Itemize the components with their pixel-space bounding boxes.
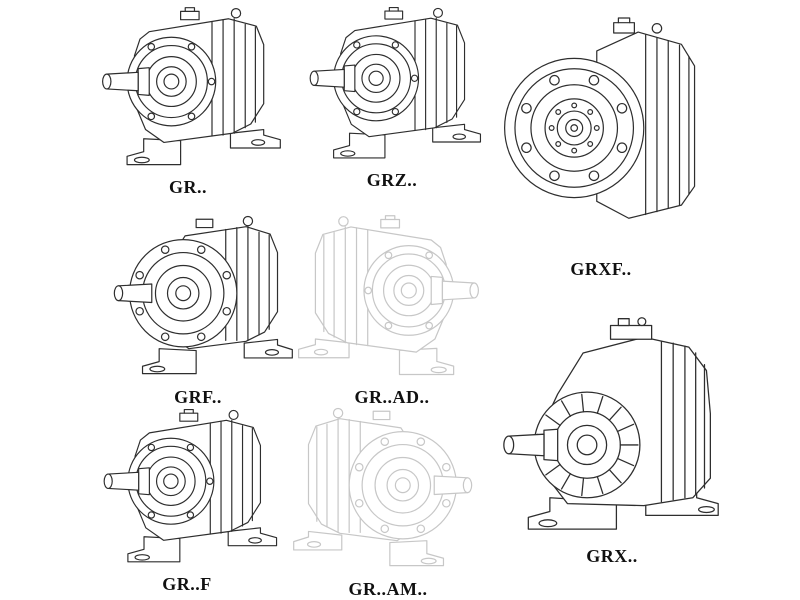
gram-gearbox-drawing (290, 402, 486, 574)
figure-label-grad: GR..AD.. (354, 387, 430, 407)
grad-gearbox-drawing (293, 212, 491, 382)
grz-gearbox-drawing (298, 4, 486, 165)
figure-gr: GR.. (88, 4, 288, 198)
figure-grxf: GRXF.. (494, 2, 708, 280)
grf-gearbox-drawing (100, 210, 296, 382)
figure-grz: GRZ.. (296, 4, 488, 191)
figure-grad: GR..AD.. (292, 212, 492, 408)
figure-gram: GR..AM.. (288, 402, 488, 600)
grxf-gearbox-drawing (495, 2, 707, 254)
figure-label-gram: GR..AM.. (348, 579, 428, 599)
figure-grff: GR..F (90, 406, 284, 595)
figure-label-grf: GRF.. (174, 387, 222, 407)
grx-gearbox-drawing (497, 298, 727, 541)
gr-gearbox-drawing (90, 4, 286, 172)
figure-grf: GRF.. (98, 210, 298, 408)
grff-gearbox-drawing (92, 406, 282, 569)
figure-label-grff: GR..F (162, 574, 212, 594)
figure-label-grz: GRZ.. (366, 170, 418, 190)
figure-label-grxf: GRXF.. (570, 259, 632, 279)
figure-label-gr: GR.. (169, 177, 207, 197)
figure-label-grx: GRX.. (586, 546, 638, 566)
figure-grx: GRX.. (496, 298, 728, 567)
